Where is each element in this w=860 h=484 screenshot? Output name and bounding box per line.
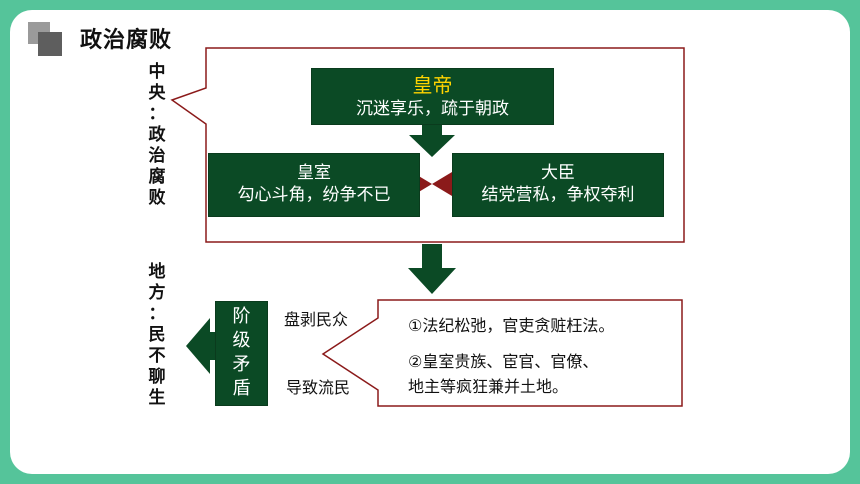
royal-title: 皇室 [297, 163, 331, 183]
local-arrow-outline [321, 299, 683, 407]
left-arrow [186, 318, 218, 374]
refugee-label: 导致流民 [286, 378, 351, 397]
ministers-box: 大臣 结党营私，争权夺利 [452, 153, 664, 217]
local-point-1: ①法纪松弛，官吏贪赃枉法。 [408, 316, 615, 335]
royal-desc: 勾心斗角，纷争不已 [237, 185, 391, 205]
royal-box: 皇室 勾心斗角，纷争不已 [208, 153, 420, 217]
section-icon [28, 22, 62, 56]
emperor-down-arrow [409, 125, 455, 157]
central-label: 中央：政治腐败 [148, 62, 166, 208]
emperor-box: 皇帝 沉迷享乐，疏于朝政 [311, 68, 554, 125]
local-point-2: ②皇室贵族、宦官、官僚、 [408, 352, 599, 371]
class-conflict-box: 阶级矛盾 [215, 301, 268, 406]
central-callout [170, 47, 685, 243]
local-label: 地方：民不聊生 [148, 262, 166, 408]
down-arrow [408, 244, 456, 294]
local-point-2-cont: 地主等疯狂兼并土地。 [408, 377, 569, 396]
ministers-desc: 结党营私，争权夺利 [481, 185, 635, 205]
exploit-label: 盘剥民众 [284, 310, 349, 329]
conflict-arrow-left [432, 172, 452, 196]
ministers-title: 大臣 [541, 163, 575, 183]
emperor-title: 皇帝 [412, 73, 453, 97]
page-title: 政治腐败 [80, 28, 173, 53]
emperor-desc: 沉迷享乐，疏于朝政 [356, 99, 509, 119]
